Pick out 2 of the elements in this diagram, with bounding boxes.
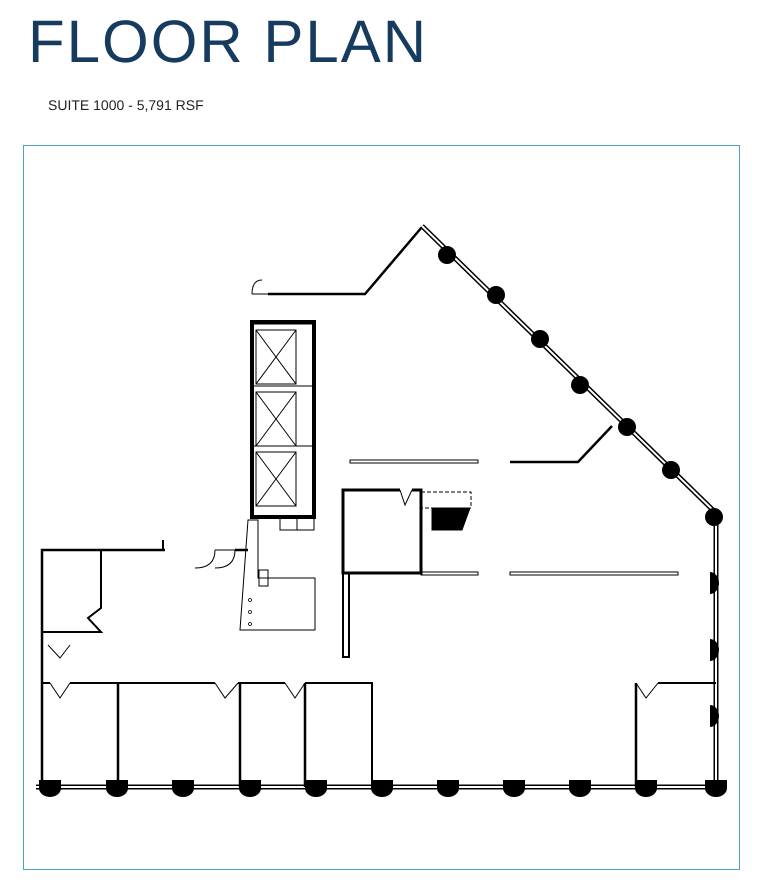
suite-area-label: SUITE 1000 - 5,791 RSF [48,96,204,115]
page-title: FLOOR PLAN [28,7,428,77]
